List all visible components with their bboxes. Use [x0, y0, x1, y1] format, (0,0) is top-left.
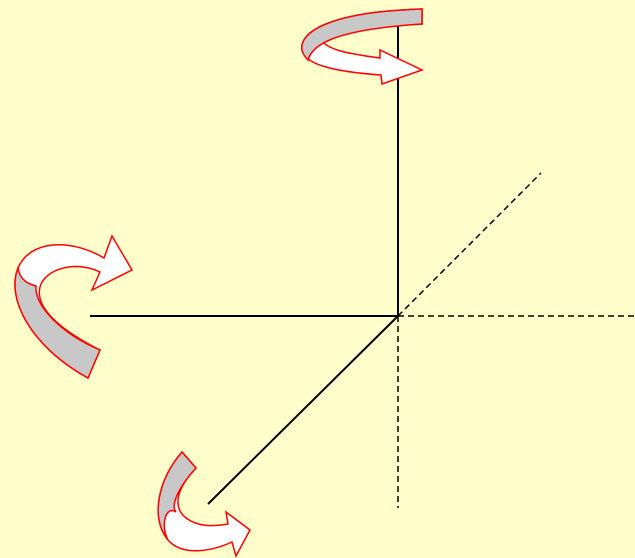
diagonal-axis: [207, 315, 399, 505]
rotation-arrow-left: [14, 234, 134, 380]
rotation-arrow-top: [301, 8, 424, 86]
rotation-arrow-bottom: [157, 450, 251, 558]
diagonal-axis-extension: [397, 172, 542, 317]
